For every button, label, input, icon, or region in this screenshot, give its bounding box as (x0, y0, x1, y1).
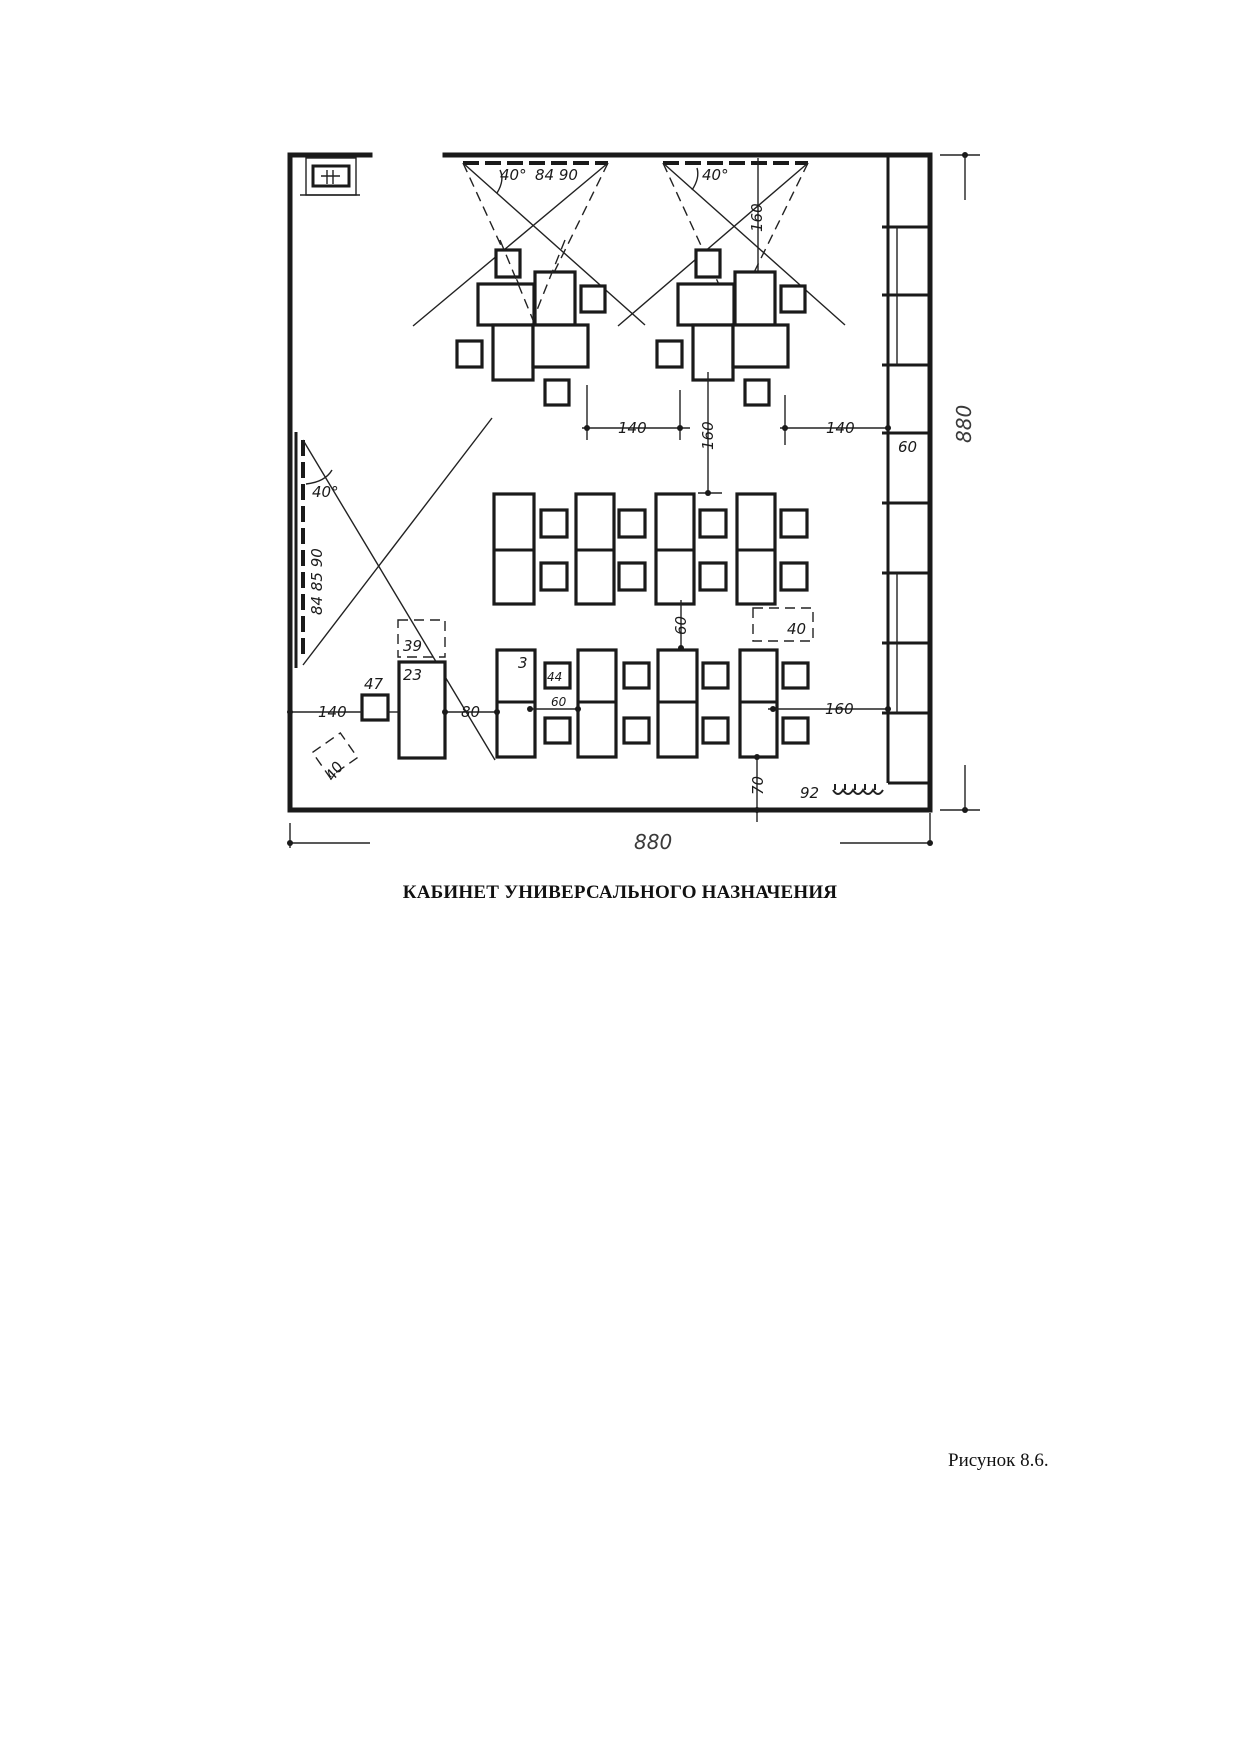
dim-row-gap: 160 (699, 421, 717, 450)
corner-item-label: 40 (322, 758, 348, 784)
stool-label: 44 (547, 670, 562, 684)
board-angle-label: 40° (500, 166, 527, 184)
sink-icon (300, 157, 360, 196)
walls (287, 152, 933, 813)
board-angle-label: 40° (312, 483, 339, 501)
overall-height-label: 880 (952, 405, 976, 443)
cabinets-right-wall: 60 (882, 155, 930, 785)
board-height-label: 84 90 (535, 166, 578, 184)
desk-cluster-top-left (455, 239, 607, 407)
teacher-area: 39 23 47 40 (311, 619, 447, 784)
board-distance-label: 160 (748, 203, 766, 232)
desk-cluster-top-right (655, 248, 807, 407)
classroom-floor-plan: 40° 84 90 40° 160 (287, 152, 980, 854)
whiteboard-top-left: 40° 84 90 (412, 161, 646, 327)
overall-width-label: 880 (634, 830, 672, 854)
teacher-desk-label: 23 (403, 666, 422, 684)
dim-rear-gap: 70 (749, 776, 767, 795)
teacher-chair-label: 47 (364, 675, 384, 693)
teacher-desk-ext-label: 39 (403, 637, 422, 655)
desk-row-middle (492, 492, 809, 606)
dim-desks-to-cabinet: 160 (825, 700, 854, 718)
dim-desk-chair: 60 (551, 695, 567, 709)
dimension-aisles-top: 140 160 140 (582, 372, 891, 496)
cabinet-depth-label: 60 (898, 438, 917, 456)
dimension-chain-bottom: 140 80 60 160 70 (287, 695, 891, 822)
dim-wall-to-teacher: 140 (318, 703, 347, 721)
board-height-label: 84 85 90 (308, 548, 326, 615)
projector-table-label: 40 (787, 620, 806, 638)
whiteboard-left: 40° 84 85 90 (294, 417, 496, 761)
radiator-label: 92 (800, 784, 819, 802)
figure-number: Рисунок 8.6. (948, 1450, 1049, 1471)
dim-aisle-right: 140 (826, 419, 855, 437)
overall-dimension-horizontal: 880 (287, 813, 933, 854)
board-angle-label: 40° (702, 166, 729, 184)
dim-aisle-left: 140 (618, 419, 647, 437)
figure-caption: КАБИНЕТ УНИВЕРСАЛЬНОГО НАЗНАЧЕНИЯ (402, 882, 838, 903)
overall-dimension-vertical: 880 (940, 152, 980, 813)
dim-teacher-to-desks: 80 (461, 703, 480, 721)
desk-row-bottom: 3 44 (495, 648, 810, 759)
whiteboard-top-right: 40° 160 (617, 158, 846, 327)
radiator-icon: 92 (800, 784, 884, 802)
projector-table: 40 (752, 607, 814, 642)
dim-desk-gap: 60 (672, 616, 690, 635)
first-desk-label: 3 (518, 654, 528, 672)
